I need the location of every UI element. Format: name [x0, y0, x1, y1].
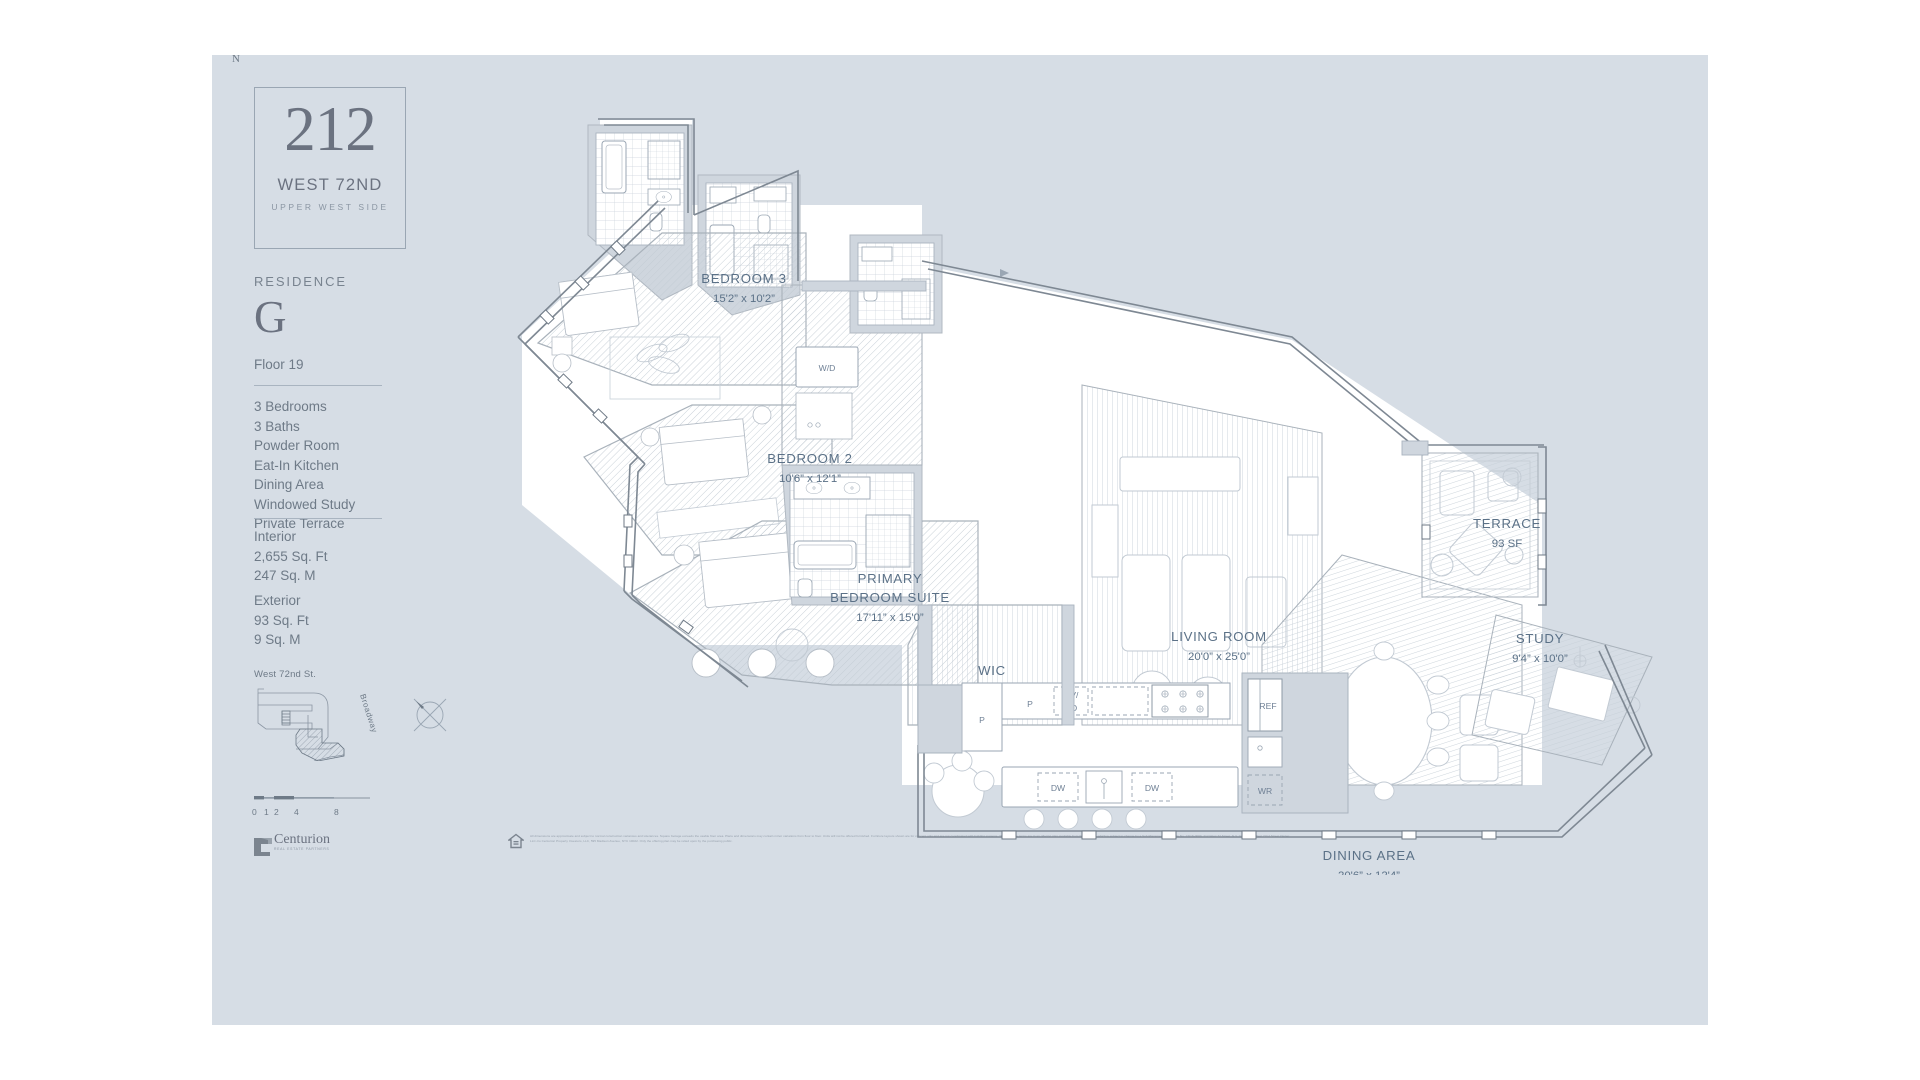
brand-street: WEST 72ND [277, 176, 383, 194]
north-label: N [232, 53, 240, 65]
room-label-primary-1: PRIMARY [858, 571, 923, 586]
appliance-label-wd: W/D [819, 363, 836, 373]
keymap-building-footprint [295, 728, 345, 761]
feature-item: 3 Baths [254, 418, 300, 434]
scale-tick: 8 [334, 807, 339, 817]
utility-stack: REF WR [1241, 672, 1349, 814]
appliance-label-dw1: DW [1051, 783, 1066, 793]
appliance-label-wr: WR [1258, 786, 1272, 796]
footer-brand-sub: REAL ESTATE PARTNERS [274, 847, 330, 851]
exterior-sqft: 93 Sq. Ft [254, 612, 309, 628]
room-label-bedroom2: BEDROOM 2 [767, 451, 852, 466]
brand-number: 212 [284, 94, 377, 164]
room-dim-bedroom2: 10'6” x 12'1” [779, 473, 841, 485]
appliance-label-ref: REF [1259, 701, 1276, 711]
terrace [1421, 452, 1539, 598]
bedroom-3 [536, 232, 807, 400]
feature-item: 3 Bedrooms [254, 399, 327, 414]
room-label-bedroom3: BEDROOM 3 [701, 271, 786, 286]
scale-tick: 4 [294, 807, 299, 817]
room-dim-livingroom: 20'0” x 25'0” [1188, 651, 1250, 663]
feature-item: Eat-In Kitchen [254, 457, 339, 473]
interior-area-block: Interior 2,655 Sq. Ft 247 Sq. M [254, 527, 328, 586]
room-label-study: STUDY [1516, 631, 1564, 646]
scale-tick: 2 [274, 807, 279, 817]
refrigerator: REF [1247, 678, 1283, 732]
room-dim-diningarea: 20'6” x 12'4” [1338, 870, 1400, 875]
brand-neighborhood: UPPER WEST SIDE [271, 202, 389, 212]
exterior-area-block: Exterior 93 Sq. Ft 9 Sq. M [254, 591, 309, 650]
scale-tick: 0 [252, 807, 257, 817]
brand-logo-box: 212 WEST 72ND UPPER WEST SIDE [254, 87, 406, 249]
room-label-wic: WIC [978, 663, 1006, 678]
wine-refrigerator: WR [1247, 774, 1283, 806]
room-label-livingroom: LIVING ROOM [1171, 629, 1267, 644]
appliance-label-pantry1: P [979, 715, 985, 725]
feature-item: Windowed Study [254, 496, 356, 512]
exterior-sqm: 9 Sq. M [254, 632, 301, 647]
keymap-diagram: Broadway [257, 688, 379, 761]
interior-sqft: 2,655 Sq. Ft [254, 548, 328, 564]
feature-item: Powder Room [254, 438, 340, 453]
feature-list: 3 Bedrooms 3 Baths Powder Room Eat-In Ki… [254, 397, 355, 534]
appliance-label-dw2: DW [1145, 783, 1160, 793]
north-arrow [413, 698, 447, 732]
interior-walls [801, 280, 1429, 754]
room-label-primary-2: BEDROOM SUITE [830, 590, 950, 605]
living-room [1081, 384, 1323, 726]
feature-item: Private Terrace [254, 516, 345, 531]
window-mullions [539, 240, 1547, 840]
room-label-terrace: TERRACE [1473, 516, 1541, 531]
room-labels: BEDROOM 3 15'2” x 10'2” BEDROOM 2 10'6” … [701, 271, 1568, 875]
floor-label: Floor 19 [254, 357, 304, 372]
legal-disclaimer: All dimensions are approximate and subje… [530, 834, 1290, 843]
primary-bathroom [781, 464, 923, 606]
kitchen: P P OV/ SO DW [923, 682, 1239, 830]
exterior-title: Exterior [254, 593, 301, 608]
plan-orientation-marker [1000, 269, 1009, 277]
scale-tick-labels: 0 1 2 4 8 [248, 807, 378, 819]
interior-title: Interior [254, 529, 297, 544]
cooktop [1151, 684, 1209, 718]
residence-letter: G [254, 292, 287, 342]
divider-top [254, 385, 382, 386]
appliance-label-pantry2: P [1027, 699, 1033, 709]
floor-plan-drawing: W/D [362, 85, 1692, 875]
interior-sqm: 247 Sq. M [254, 568, 316, 583]
dishwasher-2: DW [1131, 772, 1173, 802]
study [1471, 614, 1653, 766]
footer-brand-name: Centurion [274, 832, 330, 847]
equal-housing-icon [508, 833, 524, 849]
dishwasher-1: DW [1037, 772, 1079, 802]
centurion-logo-icon [254, 838, 272, 856]
room-dim-primary: 17'11” x 15'0” [856, 612, 924, 624]
north-bath-block [587, 124, 693, 301]
divider-bottom [254, 518, 382, 519]
residence-label: RESIDENCE [254, 274, 347, 289]
scale-tick: 1 [264, 807, 269, 817]
bedroom-2 [583, 404, 833, 556]
room-dim-bedroom3: 15'2” x 10'2” [713, 293, 775, 305]
scale-bar [254, 796, 370, 800]
keymap-street-label: West 72nd St. [254, 669, 317, 680]
room-dim-terrace: 93 SF [1492, 538, 1522, 550]
floor-plan-sheet: 212 WEST 72ND UPPER WEST SIDE RESIDENCE … [212, 53, 1708, 1025]
room-dim-study: 9'4” x 10'0” [1512, 653, 1568, 665]
feature-item: Dining Area [254, 477, 324, 492]
room-label-diningarea: DINING AREA [1323, 848, 1416, 863]
keymap-stairs [281, 710, 291, 726]
